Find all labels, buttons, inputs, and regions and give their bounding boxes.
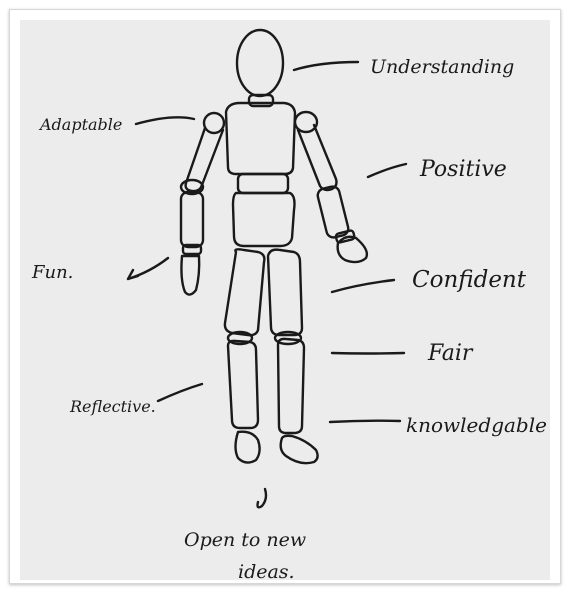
right-shin [278,339,304,433]
adaptable-pointer [136,117,194,124]
fun-pointer [128,258,168,279]
label-positive: Positive [419,157,507,182]
left-thigh [225,249,265,335]
trait-labels: Understanding Adaptable Positive Fun. Co… [31,56,547,583]
chest [226,103,295,174]
confident-pointer [332,280,394,292]
label-understanding: Understanding [370,56,514,78]
mannequin-figure [181,30,367,463]
open-ideas-pointer [258,489,267,507]
left-upper-arm [186,128,223,191]
label-open-ideas-line2: ideas. [238,561,295,583]
left-shin [228,341,258,428]
waist [238,174,288,193]
left-foot [236,432,260,463]
left-forearm [181,192,203,247]
head [237,30,283,96]
label-open-ideas-line1: Open to new [184,529,306,551]
label-fair: Fair [427,341,474,366]
label-fun: Fun. [31,262,73,283]
reflective-pointer [158,384,202,401]
right-upper-arm [298,125,337,190]
pelvis [233,193,295,246]
label-reflective: Reflective. [69,397,156,416]
understanding-pointer [294,62,358,70]
right-foot [281,436,318,463]
left-hand [181,256,199,295]
pointer-lines [128,62,406,507]
label-confident: Confident [412,267,527,293]
label-knowledgable: knowledgable [406,413,547,437]
left-shoulder [204,113,224,133]
label-adaptable: Adaptable [38,115,122,134]
knowledgable-pointer [330,421,400,422]
right-thigh [268,250,302,335]
fair-pointer [332,353,404,354]
positive-pointer [368,164,406,177]
